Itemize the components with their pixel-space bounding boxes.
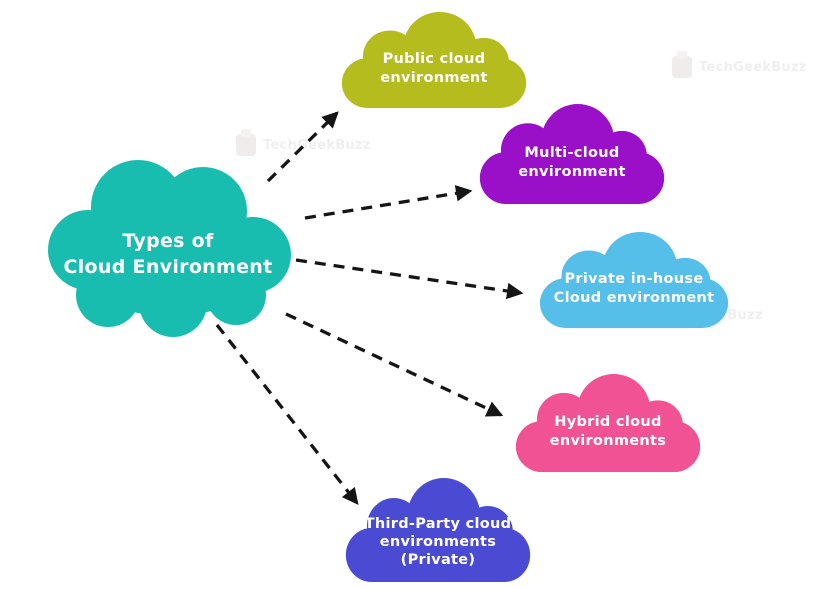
cloud-label-line: environment [518,164,626,180]
techgeekbuzz-logo-icon [672,51,692,78]
cloud-label-line: Hybrid cloud [554,413,662,430]
cloud-label-line: Cloud environment [553,290,715,306]
techgeekbuzz-logo-icon [236,129,256,156]
cloud-label-line: environments [549,433,667,449]
cloud-third-party: Third-Party cloud environments (Private) [342,478,534,582]
cloud-shape [48,160,291,337]
watermark: TechGeekBuzz [672,51,807,78]
cloud-label: Third-Party cloud environments (Private) [342,478,534,582]
cloud-label-line: Types of [122,230,214,253]
cloud-label: Public cloud environment [338,12,530,108]
arrow-to-private [295,258,524,300]
cloud-label: Private in-house Cloud environment [536,232,732,328]
cloud-types-root: Types of Cloud Environment [38,155,298,340]
cloud-private: Private in-house Cloud environment [536,232,732,328]
cloud-label-line: environments [379,533,497,550]
cloud-shape [539,232,729,328]
arrow-to-third [215,323,359,505]
cloud-label: Types of Cloud Environment [38,155,298,340]
cloud-label-line: Public cloud [382,50,486,67]
arrow-to-multi [304,185,473,220]
cloud-shape [515,374,701,472]
cloud-multi: Multi-cloud environment [476,104,668,204]
watermark: TechGeekBuzz [236,129,371,156]
cloud-label-line: Third-Party cloud [364,515,512,532]
cloud-shape [341,12,527,108]
cloud-label-line: environment [380,70,488,86]
cloud-public: Public cloud environment [338,12,530,108]
cloud-shape [345,478,531,582]
arrow-to-hybrid [285,312,504,417]
watermark-text: TechGeekBuzz [263,137,371,153]
cloud-label-line: (Private) [400,552,476,569]
watermark-text: TechGeekBuzz [699,59,807,75]
cloud-hybrid: Hybrid cloud environments [512,374,704,472]
cloud-shape [479,104,665,204]
cloud-label: Hybrid cloud environments [512,374,704,472]
cloud-label-line: Cloud Environment [63,255,273,278]
cloud-label: Multi-cloud environment [476,104,668,204]
cloud-label-line: Private in-house [564,270,704,287]
cloud-label-line: Multi-cloud [524,144,620,161]
